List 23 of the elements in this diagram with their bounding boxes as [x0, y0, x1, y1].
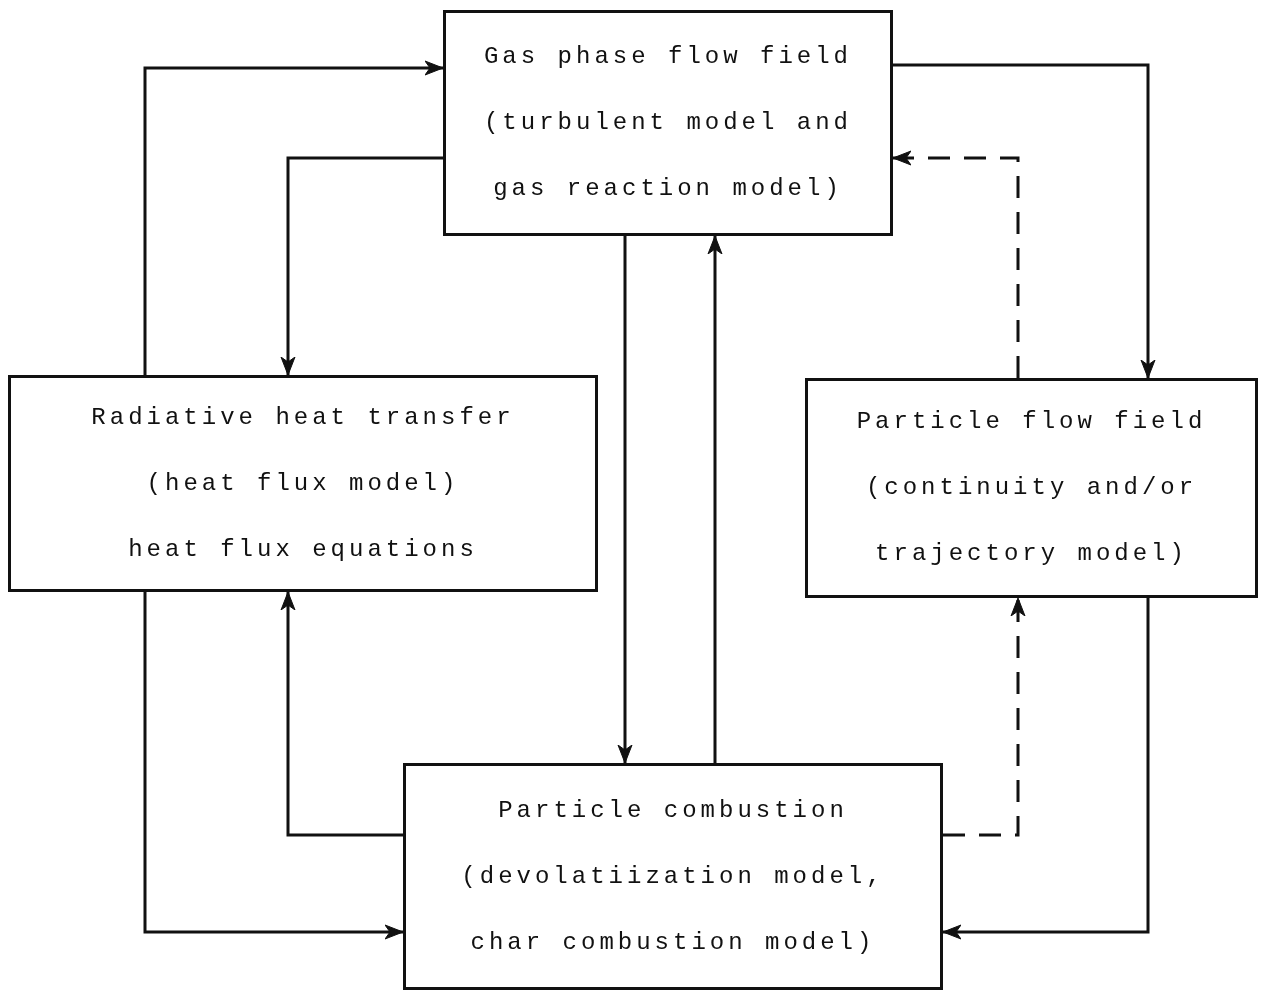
box-heading: Radiative heat transfer — [91, 402, 515, 433]
box-heading: Particle combustion — [498, 795, 848, 826]
arrow — [617, 236, 633, 764]
arrow — [893, 63, 1156, 379]
process-box — [443, 10, 893, 236]
box-text: heat flux equations — [128, 534, 478, 565]
arrow — [280, 591, 403, 837]
box-text: (heat flux model) — [146, 468, 460, 499]
process-box — [805, 378, 1258, 598]
arrow — [892, 150, 1020, 378]
box-text: (continuity and/or trajectory model) — [864, 473, 1199, 569]
box-heading: Particle flow field — [856, 407, 1207, 437]
process-box — [8, 375, 598, 592]
arrow — [707, 235, 723, 763]
box-text: (devolatiization model, char combustion model) — [460, 861, 886, 958]
arrow — [143, 60, 444, 375]
arrow — [280, 156, 443, 376]
box-text: (turbulent model and gas reaction model) — [482, 108, 853, 204]
process-box — [403, 763, 943, 990]
arrow — [943, 597, 1026, 837]
arrow — [942, 598, 1150, 940]
arrow — [143, 592, 404, 940]
box-heading: Gas phase flow field — [483, 42, 852, 72]
